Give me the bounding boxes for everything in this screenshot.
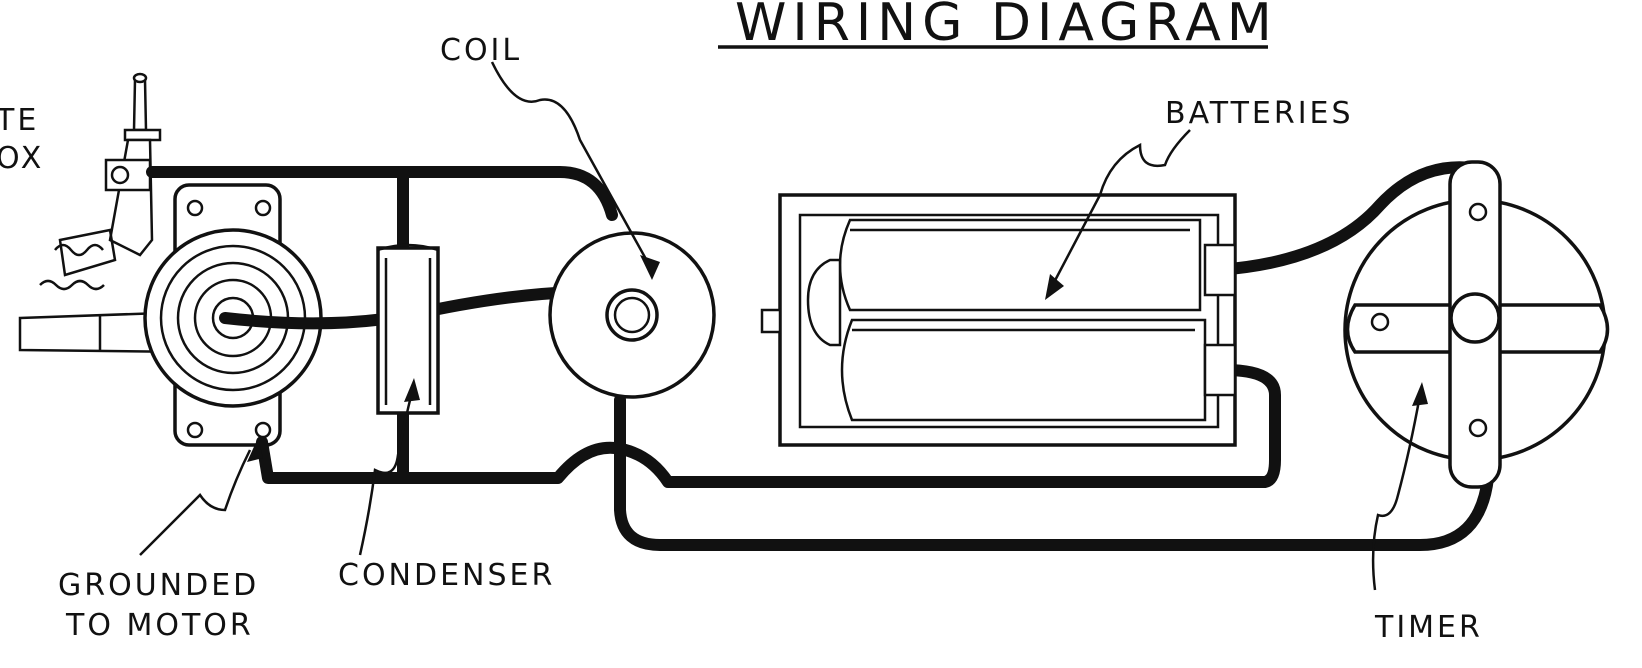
arrow-grounded xyxy=(247,438,263,462)
batteries xyxy=(760,193,1237,447)
arrow-batteries xyxy=(1045,274,1064,300)
battery-cell-1 xyxy=(838,218,1202,312)
timer-label: TIMER xyxy=(1374,610,1483,645)
grounded-label-line2: TO MOTOR xyxy=(65,608,254,643)
battery-cell-2 xyxy=(840,318,1207,422)
diagram-title: WIRING DIAGRAM xyxy=(735,0,1278,53)
wire-battery-to-timer xyxy=(1212,161,1478,276)
wire-switch-to-coil xyxy=(146,166,618,221)
cutoff-label-line1: TE xyxy=(0,103,39,138)
leader-lines xyxy=(139,61,1428,591)
wire-ground-to-battery xyxy=(256,364,1281,488)
batteries-label: BATTERIES xyxy=(1165,96,1354,131)
wires xyxy=(146,161,1494,551)
arrow-condenser xyxy=(404,378,420,402)
arrow-coil xyxy=(640,255,660,280)
switch-lever xyxy=(132,78,148,132)
arrow-timer xyxy=(1412,382,1428,406)
timer xyxy=(1343,160,1610,489)
condenser xyxy=(376,243,440,415)
condenser-label: CONDENSER xyxy=(338,558,555,593)
wire-coil-to-timer xyxy=(614,394,1494,551)
coil-label: COIL xyxy=(440,33,522,68)
motor-unit xyxy=(18,72,323,447)
cutoff-label-line2: OX xyxy=(0,141,44,176)
coil xyxy=(548,231,716,399)
grounded-label-line1: GROUNDED xyxy=(58,568,259,603)
